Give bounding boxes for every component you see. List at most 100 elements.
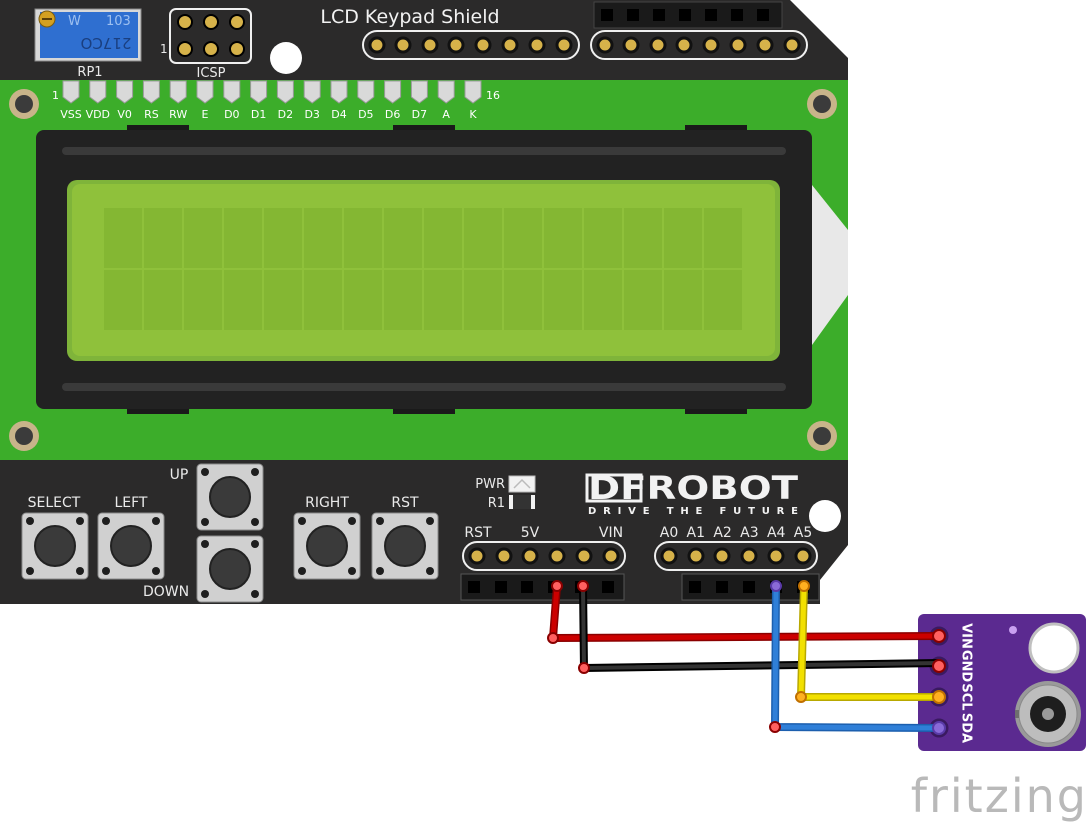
lcd-pin — [303, 80, 321, 104]
button-label-up: UP — [170, 467, 189, 483]
button-label-select: SELECT — [28, 495, 81, 511]
lcd-pin-label: D2 — [278, 108, 293, 121]
lcd-pin-label: VDD — [86, 108, 110, 121]
lcd-cell — [144, 270, 182, 330]
shield-title: LCD Keypad Shield — [320, 6, 499, 28]
top-header-sockets — [593, 1, 783, 29]
sensor-pin-label: SDA — [959, 713, 974, 743]
lcd-cell — [224, 270, 262, 330]
lcd-pin-label: RW — [169, 108, 187, 121]
icsp-header: 1 ICSP — [160, 8, 252, 81]
lcd-character-cells — [104, 208, 742, 330]
sensor-pin-label: VIN — [959, 623, 974, 649]
icsp-label: ICSP — [196, 66, 225, 81]
lcd-cell — [704, 208, 742, 268]
sensor-mount-hole — [1028, 622, 1080, 674]
lcd-pin — [142, 80, 160, 104]
lcd-cell — [704, 270, 742, 330]
lcd-pin-label: D7 — [412, 108, 427, 121]
rp1-label: RP1 — [77, 65, 102, 80]
button-label-right: RIGHT — [305, 495, 349, 511]
lcd-pin-label: E — [202, 108, 209, 121]
lcd-cell — [304, 270, 342, 330]
lcd-cell — [544, 270, 582, 330]
button-select[interactable] — [21, 512, 89, 580]
button-label-down: DOWN — [143, 584, 189, 600]
lcd-cell — [344, 208, 382, 268]
lcd-pin-label: RS — [144, 108, 159, 121]
lcd-cell — [584, 208, 622, 268]
lcd-cell — [424, 208, 462, 268]
lcd-display — [36, 125, 812, 414]
lcd-cell — [664, 270, 702, 330]
lcd-pin — [62, 80, 80, 104]
button-rst[interactable] — [371, 512, 439, 580]
lcd-keypad-shield: LCD Keypad Shield W 103 217CO RP1 1 ICSP — [0, 0, 848, 604]
lcd-cell — [464, 270, 502, 330]
resistor-r1: R1 — [488, 495, 535, 511]
pot-label-code: 217CO — [81, 34, 132, 52]
lcd-flex-strip — [812, 185, 848, 345]
lcd-pin-label: D6 — [385, 108, 400, 121]
lcd-cell — [144, 208, 182, 268]
analog-pin-label: A3 — [740, 525, 758, 541]
lcd-pin — [384, 80, 402, 104]
keypad-buttons: SELECT LEFT UP DOWN RIGHT RST — [21, 463, 439, 603]
lcd-pin — [276, 80, 294, 104]
lcd-cell — [504, 270, 542, 330]
lcd-cell — [104, 208, 142, 268]
r1-label: R1 — [488, 496, 505, 511]
lcd-pin-end-label: 16 — [486, 89, 500, 102]
lcd-cell — [224, 208, 262, 268]
lcd-pin-label: D5 — [358, 108, 373, 121]
lcd-pin-label: D4 — [331, 108, 346, 121]
lcd-pin — [196, 80, 214, 104]
analog-pin-label: A5 — [794, 525, 812, 541]
lcd-pin-label: D3 — [304, 108, 319, 121]
brand-main: DFROBOT — [588, 469, 798, 507]
mount-hole-bottom — [809, 500, 841, 532]
lcd-mount-holes — [9, 89, 837, 451]
lcd-pin — [250, 80, 268, 104]
button-label-rst: RST — [391, 495, 419, 511]
lcd-cell — [304, 208, 342, 268]
wires — [547, 580, 946, 735]
mount-hole-top — [270, 42, 302, 74]
lcd-pin-start-label: 1 — [52, 89, 59, 102]
lcd-pin-label: VSS — [60, 108, 82, 121]
lcd-cell — [384, 208, 422, 268]
lcd-cell — [344, 270, 382, 330]
lcd-pin-label: V0 — [117, 108, 132, 121]
power-header: RST 5V VIN — [460, 525, 626, 601]
button-down[interactable] — [196, 535, 264, 603]
lcd-pin — [169, 80, 187, 104]
fritzing-watermark: fritzing — [911, 769, 1088, 822]
potentiometer-rp1: W 103 217CO RP1 — [34, 8, 142, 80]
lcd-pin — [330, 80, 348, 104]
button-up[interactable] — [196, 463, 264, 531]
icsp-pin1-label: 1 — [160, 42, 168, 56]
lcd-pin — [464, 80, 482, 104]
lcd-cell — [624, 270, 662, 330]
button-left[interactable] — [97, 512, 165, 580]
lcd-pin-label: D1 — [251, 108, 266, 121]
lcd-pin-label: K — [469, 108, 477, 121]
sensor-chip — [1015, 681, 1081, 747]
button-right[interactable] — [293, 512, 361, 580]
power-label-rst: RST — [464, 525, 492, 541]
lcd-cell — [464, 208, 502, 268]
button-label-left: LEFT — [114, 495, 147, 511]
lcd-cell — [184, 270, 222, 330]
pwr-led: PWR — [475, 475, 536, 493]
wire-endpoints — [547, 580, 946, 735]
top-header-row-left — [362, 30, 580, 60]
analog-pin-label: A4 — [767, 525, 786, 541]
lcd-pin-label: A — [442, 108, 450, 121]
pwr-label: PWR — [475, 477, 505, 492]
lcd-cell — [664, 208, 702, 268]
lcd-cell — [104, 270, 142, 330]
